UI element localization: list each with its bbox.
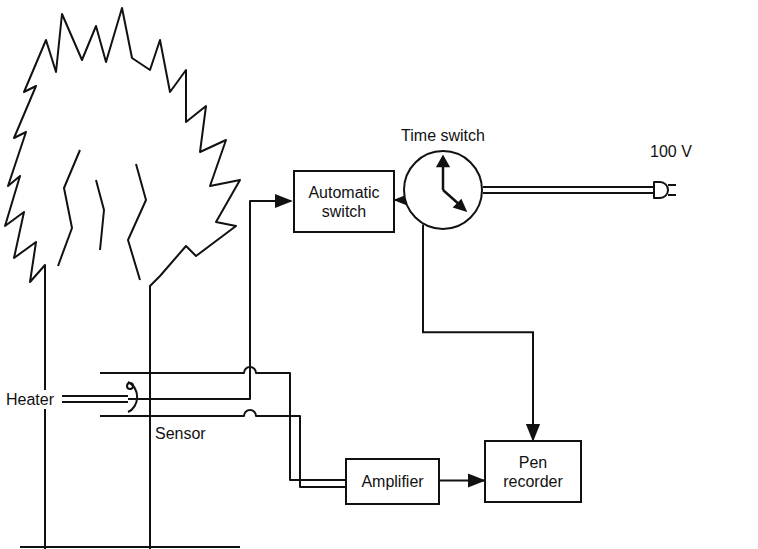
connector-arrow bbox=[395, 199, 404, 201]
sensor-junction bbox=[127, 383, 133, 389]
clock-circle: Time switch bbox=[403, 150, 483, 230]
process-box: Amplifier bbox=[345, 458, 440, 505]
wire bbox=[185, 201, 291, 399]
tree-branch bbox=[58, 150, 80, 266]
process-box: Pen recorder bbox=[484, 440, 582, 503]
heater-rod bbox=[62, 401, 128, 403]
node-label: Pen recorder bbox=[486, 453, 580, 491]
sensor-probe bbox=[100, 415, 185, 417]
part-label: Heater bbox=[4, 390, 56, 409]
clock-hands bbox=[403, 150, 483, 230]
process-box: Automatic switch bbox=[293, 170, 395, 233]
power-cord bbox=[483, 192, 654, 194]
wire bbox=[185, 410, 345, 487]
node-label: Amplifier bbox=[357, 472, 427, 491]
wire bbox=[128, 398, 185, 400]
ground-line bbox=[20, 546, 240, 548]
tree-branch bbox=[96, 180, 104, 250]
heater-rod bbox=[62, 395, 128, 397]
wire bbox=[185, 367, 345, 480]
power-cord bbox=[483, 186, 654, 188]
tree-branch bbox=[128, 164, 146, 280]
plug-pin bbox=[668, 184, 676, 186]
plug bbox=[654, 182, 668, 198]
voltage-label: 100 V bbox=[650, 142, 692, 161]
tree-outline bbox=[5, 8, 240, 549]
sensor-probe bbox=[100, 372, 185, 374]
part-label: Sensor bbox=[155, 424, 206, 443]
sensor-loop bbox=[128, 382, 137, 412]
plug-pin bbox=[668, 194, 676, 196]
connector-arrow bbox=[423, 225, 533, 440]
node-heading: Time switch bbox=[401, 126, 485, 145]
connector-arrow bbox=[440, 480, 484, 482]
node-label: Automatic switch bbox=[295, 183, 393, 221]
